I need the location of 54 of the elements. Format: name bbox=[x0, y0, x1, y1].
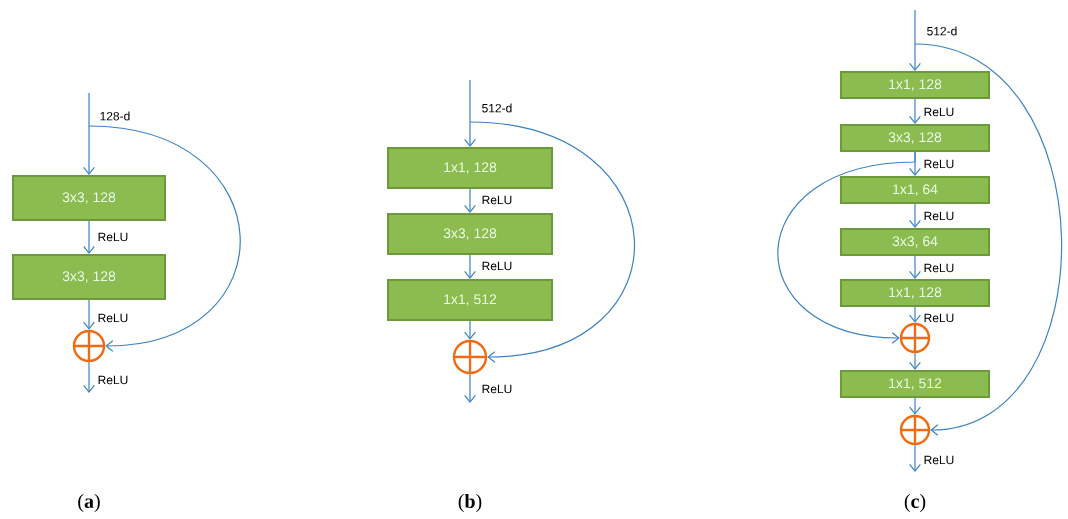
arrow bbox=[83, 220, 95, 254]
edge-label: ReLU bbox=[96, 231, 130, 243]
edge-label: ReLU bbox=[96, 312, 130, 324]
edge-label: ReLU bbox=[922, 210, 956, 222]
layer-box: 1x1, 512 bbox=[387, 279, 553, 321]
edge-label: ReLU bbox=[922, 106, 956, 118]
sum-circle bbox=[72, 329, 106, 363]
arrow bbox=[909, 397, 921, 415]
arrow bbox=[909, 306, 921, 323]
arrow bbox=[83, 361, 95, 393]
panel-caption: (a) bbox=[78, 493, 100, 513]
edge-label: ReLU bbox=[480, 260, 514, 272]
panel-caption: (b) bbox=[458, 493, 482, 513]
layer-box: 3x3, 128 bbox=[12, 254, 166, 300]
sum-circle bbox=[899, 322, 931, 354]
sum-circle bbox=[452, 339, 488, 375]
edge-label: ReLU bbox=[480, 194, 514, 206]
edge-label: 128-d bbox=[98, 110, 132, 122]
edge-label: ReLU bbox=[922, 262, 956, 274]
arrow bbox=[909, 352, 921, 370]
arrow bbox=[777, 151, 916, 344]
layer-box: 1x1, 512 bbox=[840, 370, 990, 398]
edge-label: ReLU bbox=[922, 312, 956, 324]
sum-circle bbox=[899, 414, 931, 446]
layer-box: 3x3, 128 bbox=[12, 175, 166, 221]
edge-label: 512-d bbox=[480, 102, 514, 114]
layer-box: 3x3, 128 bbox=[387, 213, 553, 255]
layer-box: 1x1, 128 bbox=[840, 279, 990, 307]
arrow bbox=[464, 79, 476, 147]
arrow bbox=[469, 121, 635, 363]
arrow bbox=[83, 92, 95, 175]
layer-box: 1x1, 64 bbox=[840, 176, 990, 204]
edge-label: 512-d bbox=[925, 25, 959, 37]
edge-label: ReLU bbox=[96, 374, 130, 386]
arrow bbox=[464, 188, 476, 213]
arrow bbox=[909, 255, 921, 279]
edge-label: ReLU bbox=[480, 383, 514, 395]
arrow bbox=[88, 125, 241, 352]
layer-box: 3x3, 64 bbox=[840, 228, 990, 256]
arrow bbox=[909, 98, 921, 124]
arrow bbox=[464, 254, 476, 279]
arrow bbox=[909, 9, 921, 71]
panel-caption: (c) bbox=[904, 493, 926, 513]
arrow bbox=[909, 444, 921, 472]
layer-box: 1x1, 128 bbox=[387, 147, 553, 189]
arrow bbox=[464, 320, 476, 340]
arrow bbox=[464, 373, 476, 403]
arrow bbox=[909, 203, 921, 228]
arrow bbox=[83, 299, 95, 330]
layer-box: 3x3, 128 bbox=[840, 124, 990, 152]
edge-label: ReLU bbox=[922, 158, 956, 170]
layer-box: 1x1, 128 bbox=[840, 71, 990, 99]
arrow bbox=[914, 43, 1063, 436]
edge-label: ReLU bbox=[922, 454, 956, 466]
